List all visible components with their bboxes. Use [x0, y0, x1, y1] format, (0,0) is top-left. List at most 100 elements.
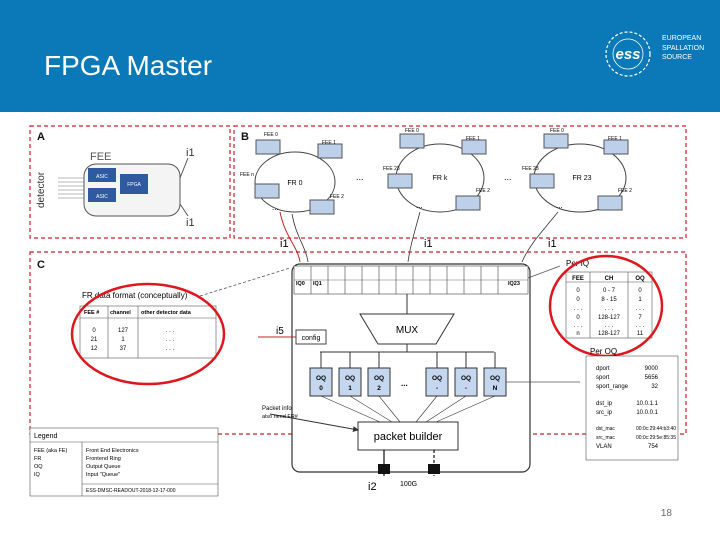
fr-r0-c2: . . .	[166, 328, 175, 334]
fr-format-title: FR data format (conceptually)	[82, 291, 188, 300]
oq-4-l2: -	[465, 385, 467, 392]
iq-r3-c1: 128-127	[598, 315, 621, 321]
fr-r1-c0: 21	[91, 337, 98, 343]
legend-v-3: Input "Queue"	[86, 472, 120, 478]
oq-dots: ...	[401, 379, 408, 388]
packet-info-sub: also need FR#	[262, 414, 299, 420]
legend-v-2: Output Queue	[86, 464, 121, 470]
ring-0-fee-box-2	[317, 143, 343, 159]
ess-logo-icon: ess	[605, 31, 651, 77]
iq1-label: IQ1	[313, 281, 322, 287]
fr-r0-c0: 0	[92, 328, 96, 334]
link-ringk	[407, 211, 421, 263]
logo-mark: ess	[615, 46, 640, 63]
iq0-label: IQ0	[296, 281, 305, 287]
fee-label: FEE	[90, 151, 111, 163]
i1-bottom-line	[179, 203, 189, 217]
iq-cells	[293, 265, 529, 295]
oq-5-l2: N	[493, 385, 498, 392]
iq-r0-c2: 0	[638, 288, 642, 294]
ring-k-fee-label-1: FEE 0	[405, 128, 419, 134]
asic-chip-2	[88, 188, 116, 202]
oq-2-l1: OQ	[374, 375, 384, 382]
link-ring23	[521, 211, 559, 263]
oq-0-l2: 0	[319, 385, 323, 392]
fr-h-channel: channel	[110, 310, 131, 316]
per-oq-table	[585, 355, 679, 461]
iq-r5-c2: 11	[637, 331, 644, 337]
header-bar: FPGA Master ess EUROPEAN SPALLATION SOUR…	[0, 0, 720, 112]
detector-label: detector	[36, 171, 47, 208]
config-label: config	[302, 335, 321, 342]
ring-0-fee-box-1	[255, 139, 281, 155]
ring-k-fee-label-2: FEE 1	[466, 136, 480, 142]
oq-k-5: dst_mac	[596, 426, 615, 432]
logo-line-2: SPALLATION	[662, 44, 705, 52]
asic-chip-2-label: ASIC	[96, 194, 108, 200]
fr-r0-c1: 127	[118, 328, 129, 334]
detector-lines	[58, 177, 84, 199]
ring-23-label: FR 23	[572, 175, 591, 182]
link-ring0	[279, 211, 301, 263]
oq-k-1: sport	[596, 375, 610, 381]
ring-k-fee-box-3	[387, 173, 413, 189]
iq-r2-c0: . . .	[574, 306, 583, 312]
slide-title: FPGA Master	[44, 50, 213, 81]
iq-r3-c2: 7	[638, 315, 642, 321]
ring-23-fee-box-2	[603, 139, 629, 155]
oq-to-builder-lines	[320, 395, 496, 423]
panel-a-frame	[29, 125, 231, 239]
oq-3-l2: -	[436, 385, 438, 392]
oq-4-l1: OQ	[461, 375, 471, 382]
legend-box	[29, 427, 219, 497]
oq-k-0: dport	[596, 366, 610, 372]
ring-0-label: FR 0	[287, 180, 302, 187]
iq23-label: IQ23	[508, 281, 520, 287]
iq-r5-c1: 128-127	[598, 331, 621, 337]
oq-5-l1: OQ	[490, 375, 500, 382]
ring-0-fee-label-2: FEE 1	[322, 140, 336, 146]
packet-builder-box	[357, 421, 459, 451]
ring-0-fee-label-1: FEE 0	[264, 132, 278, 138]
per-oq-title: Per OQ	[590, 347, 617, 356]
fpga-block	[291, 263, 531, 473]
fr-r1-c2: . . .	[166, 337, 175, 343]
oq-v-7: 754	[648, 444, 659, 450]
i1c-label: i1	[548, 238, 557, 250]
ring-0-dots: ...	[272, 203, 279, 212]
ring-23-fee-box-1	[543, 133, 569, 149]
iq-r5-c0: n	[576, 331, 579, 337]
i1-top-line	[179, 157, 189, 179]
ring-23-fee-label-1: FEE 0	[550, 128, 564, 134]
oq-row	[320, 352, 496, 368]
fr-format-table	[79, 305, 217, 359]
iq-r1-c0: 0	[576, 297, 580, 303]
iq-h-ch: CH	[605, 276, 614, 282]
logo-line-3: SOURCE	[662, 54, 692, 61]
legend-k-1: FR	[34, 456, 41, 462]
iq-r2-c1: . . .	[605, 306, 614, 312]
ring-0	[254, 151, 336, 213]
ring-k-fee-box-2	[461, 139, 487, 155]
asic-chip-1	[88, 168, 116, 182]
mux-label: MUX	[396, 325, 419, 336]
slide-number: 18	[660, 508, 672, 519]
packet-info-label: Packet info	[262, 406, 292, 412]
iq-h-fee: FEE	[572, 276, 584, 282]
oq-k-7: VLAN	[596, 444, 612, 450]
iq-r0-c1: 0 - 7	[603, 288, 616, 294]
logo-text: EUROPEAN SPALLATION SOURCE	[662, 34, 704, 63]
i1b-label: i1	[424, 238, 433, 250]
iq-r4-c1: . . .	[605, 323, 614, 329]
fr-r2-c2: . . .	[166, 346, 175, 352]
panel-b-frame	[233, 125, 687, 239]
fr-h-other: other detector data	[141, 310, 192, 316]
iq-r3-c0: 0	[576, 315, 580, 321]
asic-chip-1-label: ASIC	[96, 174, 108, 180]
oq-v-3: 10.0.1.1	[636, 401, 658, 407]
ring-k-fee-label-4: FEE 2	[476, 188, 490, 194]
logo-line-1: EUROPEAN	[662, 35, 702, 42]
iq-table	[565, 271, 653, 339]
oq-v-1: 5656	[645, 375, 659, 381]
fr-format-pointer	[199, 267, 291, 297]
